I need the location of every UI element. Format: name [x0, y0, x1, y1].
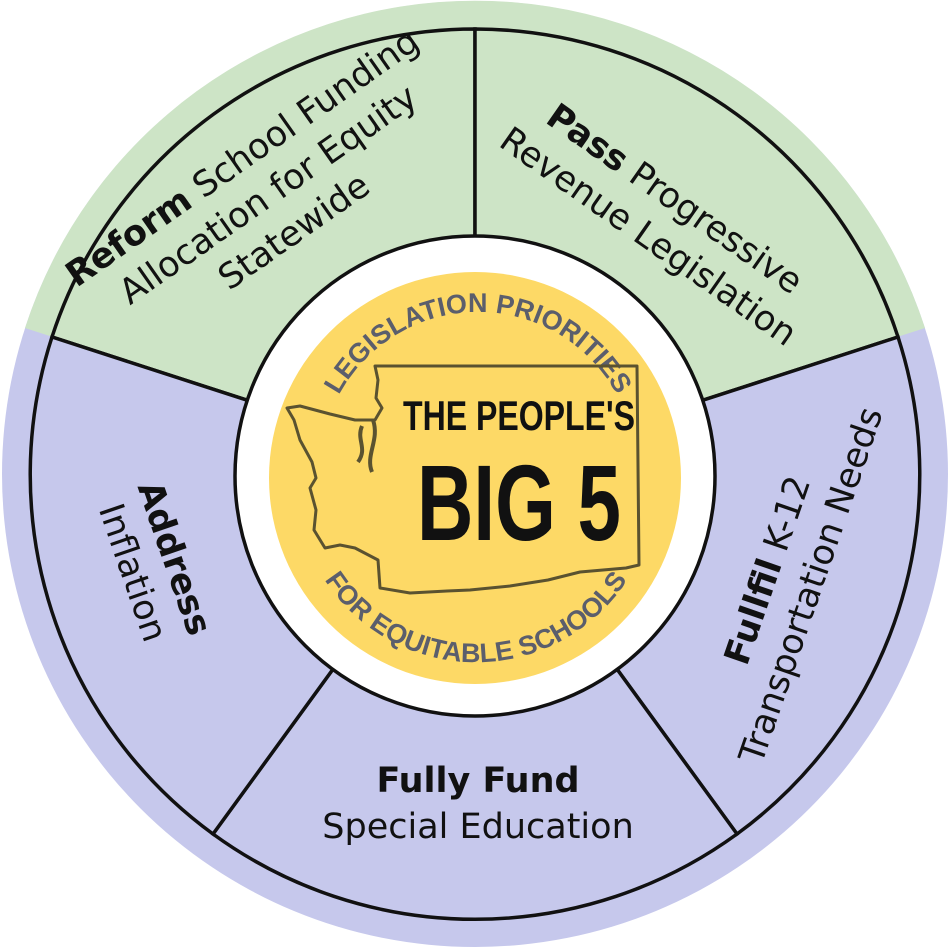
center-yellow-badge [269, 272, 681, 684]
segment-text-fully-fund: Fully Fund Special Education [322, 761, 633, 847]
puget-sound-icon [356, 419, 377, 473]
title-line1: THE PEOPLE'S [403, 392, 635, 439]
svg-text:Fully Fund: Fully Fund [376, 761, 579, 801]
title-line2: BIG 5 [417, 442, 621, 563]
svg-text:Special Education: Special Education [322, 807, 633, 847]
washington-state-map-icon [285, 364, 641, 595]
